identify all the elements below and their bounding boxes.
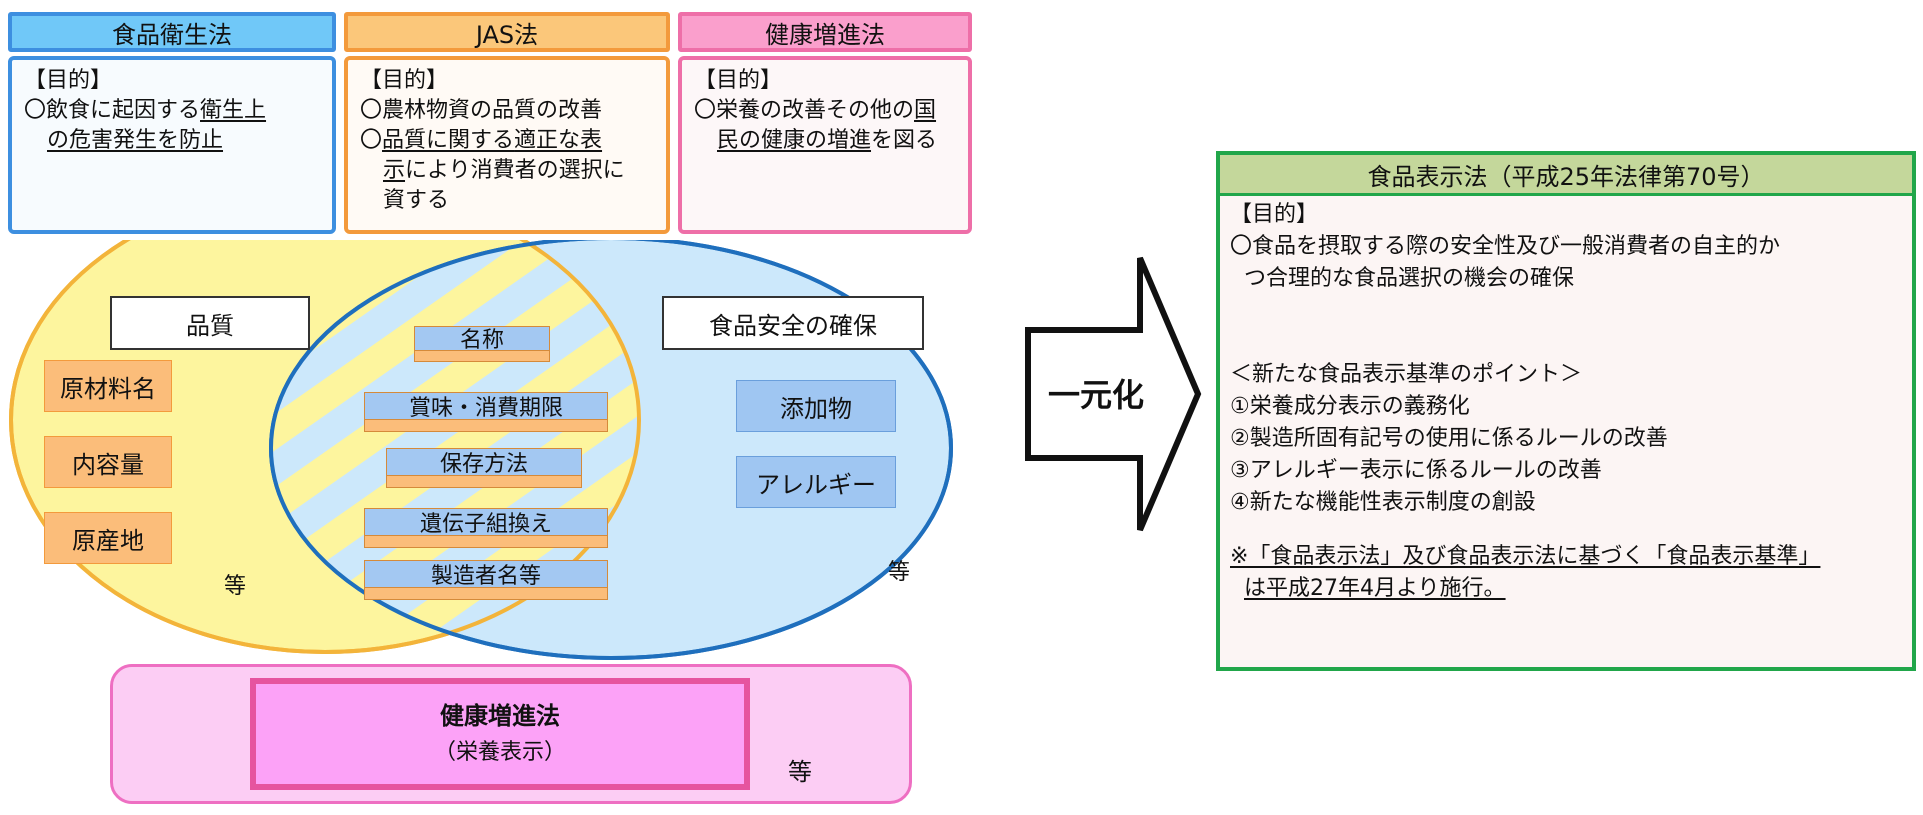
law-box-jas: JAS法 【目的】 〇農林物資の品質の改善 〇品質に関する適正な表 示により消費… xyxy=(344,12,670,234)
venn-item-storage: 保存方法 xyxy=(386,448,582,488)
purpose-line: 示により消費者の選択に xyxy=(383,158,625,183)
point-item: ③アレルギー表示に係るルールの改善 xyxy=(1230,458,1602,483)
purpose-label: 【目的】 xyxy=(24,68,113,93)
new-food-labeling-act-box: 食品表示法（平成25年法律第70号） 【目的】 〇食品を摂取する際の安全性及び一… xyxy=(1216,151,1916,671)
venn-item-ingredients: 原材料名 xyxy=(44,360,172,412)
venn-etc-left: 等 xyxy=(224,574,247,599)
point-item: ②製造所固有記号の使用に係るルールの改善 xyxy=(1230,426,1668,451)
venn-etc-right: 等 xyxy=(888,560,911,585)
purpose-label: 【目的】 xyxy=(1230,202,1319,227)
enforcement-note: ※「食品表示法」及び食品表示法に基づく「食品表示基準」 xyxy=(1230,544,1821,569)
venn-item-origin: 原産地 xyxy=(44,512,172,564)
law-purpose-health-promotion: 【目的】 〇栄養の改善その他の国 民の健康の増進を図る xyxy=(678,56,972,234)
health-subtitle: （栄養表示） xyxy=(433,740,566,765)
health-title: 健康増進法 xyxy=(440,702,560,730)
venn-item-gmo: 遺伝子組換え xyxy=(364,508,608,548)
law-box-food-sanitation: 食品衛生法 【目的】 〇飲食に起因する衛生上 の危害発生を防止 xyxy=(8,12,336,234)
law-title-health-promotion: 健康増進法 xyxy=(678,12,972,52)
venn-item-quantity: 内容量 xyxy=(44,436,172,488)
point-item: ①栄養成分表示の義務化 xyxy=(1230,394,1470,419)
purpose-line: 資する xyxy=(383,188,450,213)
purpose-line: 〇飲食に起因する衛生上 xyxy=(24,98,267,123)
purpose-line: 〇農林物資の品質の改善 xyxy=(360,98,603,123)
law-purpose-jas: 【目的】 〇農林物資の品質の改善 〇品質に関する適正な表 示により消費者の選択に… xyxy=(344,56,670,234)
venn-label-food-safety: 食品安全の確保 xyxy=(662,296,924,350)
unification-arrow-icon xyxy=(1025,256,1202,532)
law-box-health-promotion: 健康増進法 【目的】 〇栄養の改善その他の国 民の健康の増進を図る xyxy=(678,12,972,234)
unification-label: 一元化 xyxy=(1048,376,1145,414)
venn-item-best-before: 賞味・消費期限 xyxy=(364,392,608,432)
new-law-content: 【目的】 〇食品を摂取する際の安全性及び一般消費者の自主的か つ合理的な食品選択… xyxy=(1230,199,1902,605)
purpose-line: 〇品質に関する適正な表 xyxy=(360,128,603,153)
purpose-line: の危害発生を防止 xyxy=(47,128,224,153)
new-law-title: 食品表示法（平成25年法律第70号） xyxy=(1220,155,1912,196)
venn-label-quality: 品質 xyxy=(110,296,310,350)
purpose-line: 〇食品を摂取する際の安全性及び一般消費者の自主的か xyxy=(1230,234,1781,259)
venn-item-manufacturer: 製造者名等 xyxy=(364,560,608,600)
purpose-line: 〇栄養の改善その他の国 xyxy=(694,98,937,123)
health-promotion-box: 健康増進法 （栄養表示） xyxy=(250,678,750,790)
purpose-label: 【目的】 xyxy=(694,68,783,93)
health-etc: 等 xyxy=(788,758,812,786)
law-title-jas: JAS法 xyxy=(344,12,670,52)
law-purpose-food-sanitation: 【目的】 〇飲食に起因する衛生上 の危害発生を防止 xyxy=(8,56,336,234)
law-title-food-sanitation: 食品衛生法 xyxy=(8,12,336,52)
point-item: ④新たな機能性表示制度の創設 xyxy=(1230,490,1536,515)
purpose-label: 【目的】 xyxy=(360,68,449,93)
points-title: ＜新たな食品表示基準のポイント＞ xyxy=(1230,362,1583,387)
venn-item-name: 名称 xyxy=(414,326,550,362)
purpose-line: つ合理的な食品選択の機会の確保 xyxy=(1244,266,1575,291)
venn-item-allergy: アレルギー xyxy=(736,456,896,508)
enforcement-note: は平成27年4月より施行。 xyxy=(1244,576,1506,601)
purpose-line: 民の健康の増進を図る xyxy=(717,128,938,153)
venn-item-additives: 添加物 xyxy=(736,380,896,432)
